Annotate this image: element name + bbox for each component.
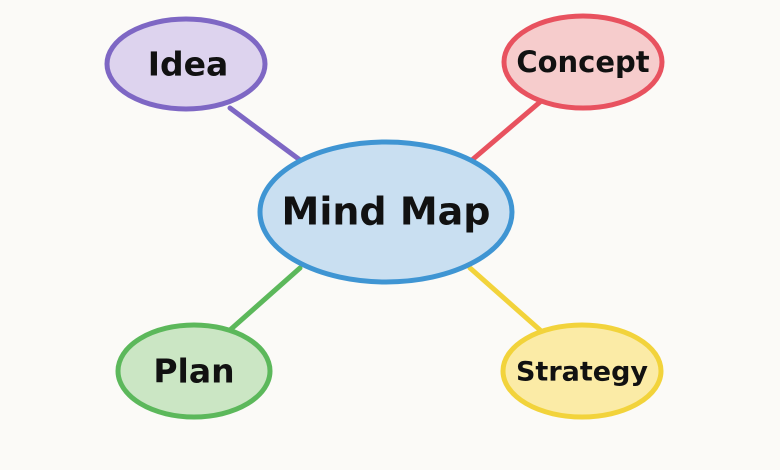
connector-idea: [227, 105, 303, 163]
node-strategy-label: Strategy: [516, 357, 648, 388]
node-idea-label: Idea: [148, 45, 229, 84]
connector-strategy: [467, 265, 543, 333]
node-plan-label: Plan: [153, 352, 234, 391]
node-center-label: Mind Map: [282, 190, 491, 234]
node-concept-label: Concept: [516, 45, 649, 79]
node-strategy[interactable]: Strategy: [500, 322, 664, 420]
node-concept[interactable]: Concept: [501, 13, 665, 111]
node-plan[interactable]: Plan: [115, 322, 273, 420]
connector-plan: [227, 265, 303, 333]
node-mind-map-center[interactable]: Mind Map: [257, 139, 515, 285]
node-idea[interactable]: Idea: [104, 16, 268, 112]
connector-concept: [469, 99, 543, 163]
